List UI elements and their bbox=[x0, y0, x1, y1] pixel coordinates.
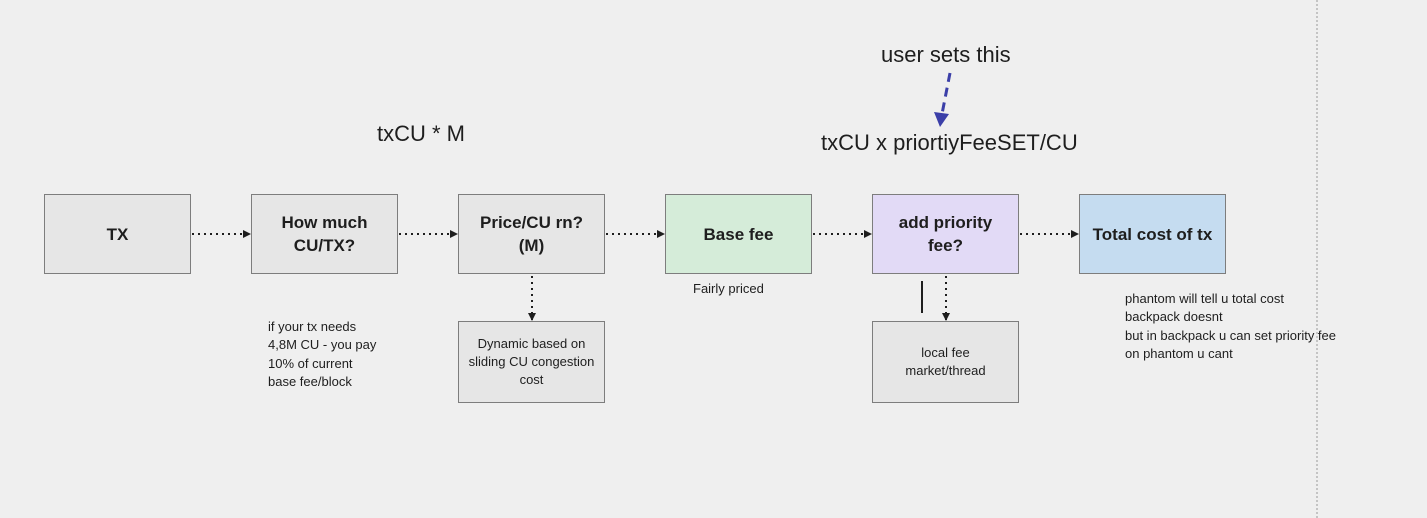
base-fee-box[interactable]: Base fee bbox=[665, 194, 812, 274]
dynamic-pricing-box[interactable]: Dynamic based on sliding CU congestion c… bbox=[458, 321, 605, 403]
wallet-notes: phantom will tell u total cost backpack … bbox=[1125, 291, 1337, 361]
tx-box[interactable]: TX bbox=[44, 194, 191, 274]
cu-example-note: if your tx needs 4,8M CU - you pay 10% o… bbox=[268, 319, 377, 389]
cu-per-tx-box[interactable]: How much CU/TX? bbox=[251, 194, 398, 274]
priority-fee-box[interactable]: add priority fee? bbox=[872, 194, 1019, 274]
price-per-cu-box[interactable]: Price/CU rn? (M) bbox=[458, 194, 605, 274]
local-fee-market-box[interactable]: local fee market/thread bbox=[872, 321, 1019, 403]
user-sets-arrow-shaft bbox=[940, 72, 952, 115]
fairly-priced-note: Fairly priced bbox=[693, 281, 764, 296]
user-sets-arrow-head bbox=[934, 112, 949, 127]
total-cost-box[interactable]: Total cost of tx bbox=[1079, 194, 1226, 274]
formula-base-fee: txCU * M bbox=[377, 121, 465, 146]
user-sets-label: user sets this bbox=[881, 42, 1011, 67]
formula-priority-fee: txCU x priortiyFeeSET/CU bbox=[821, 130, 1078, 155]
